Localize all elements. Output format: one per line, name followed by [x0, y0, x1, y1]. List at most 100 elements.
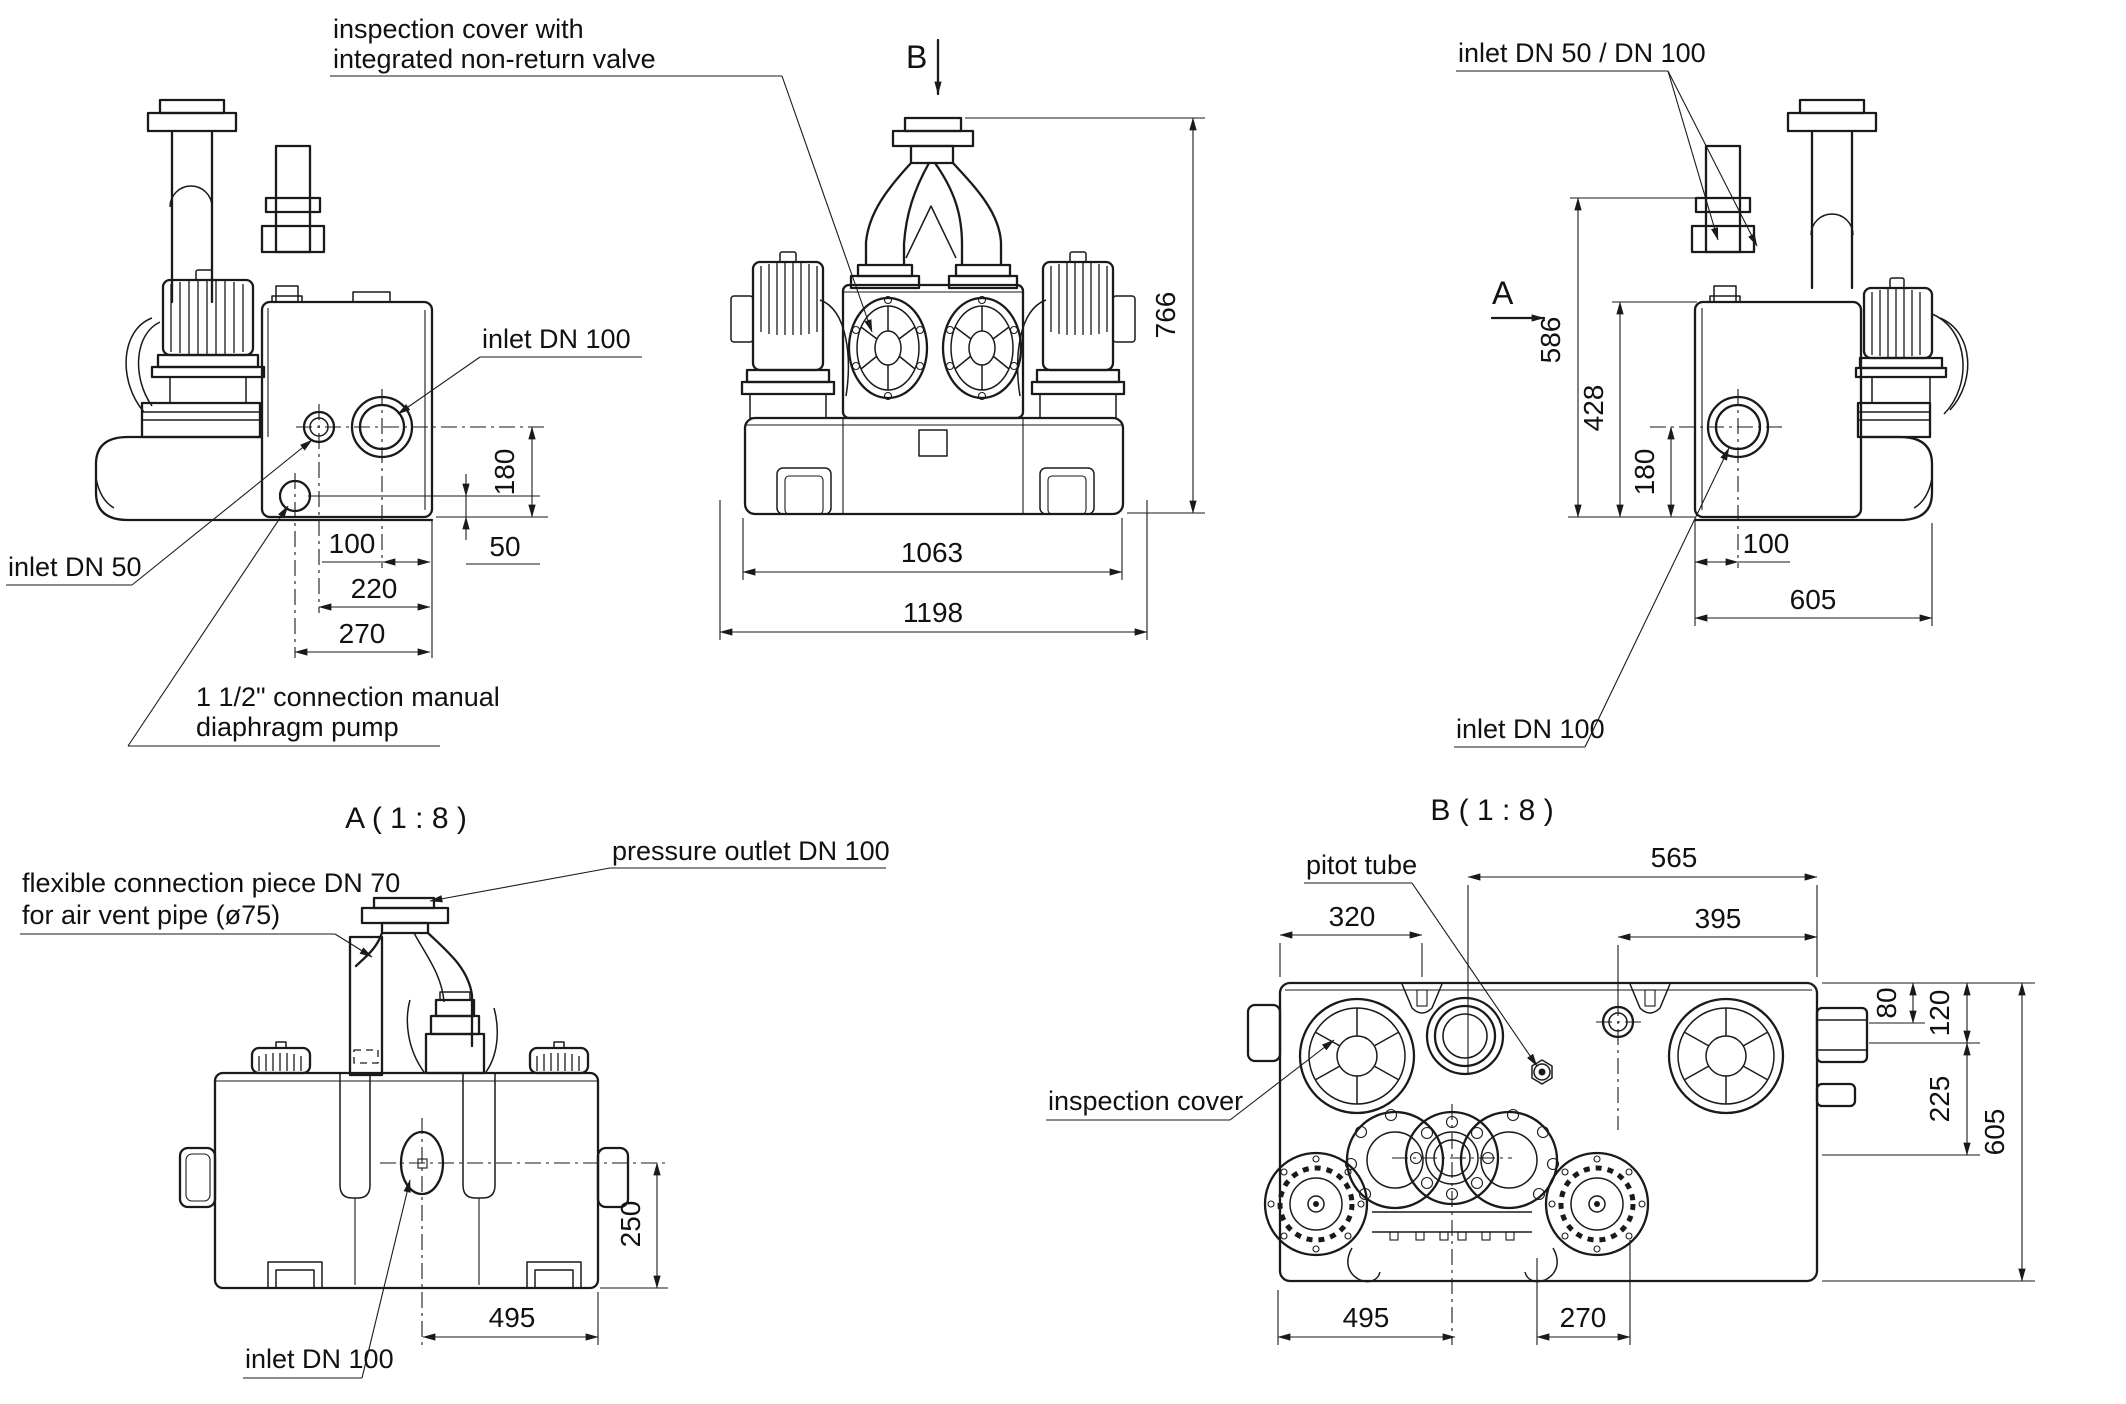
svg-text:inlet DN 100: inlet DN 100 [1456, 714, 1605, 744]
motor-right [1016, 251, 1136, 419]
motor [1854, 277, 1969, 439]
svg-text:inlet DN 50: inlet DN 50 [8, 552, 142, 582]
section-arrow-b: B [906, 38, 942, 96]
dim-586-value: 586 [1535, 317, 1566, 364]
dim-220-value: 220 [351, 573, 398, 604]
svg-text:A: A [1492, 275, 1514, 311]
dimension-180: 180 [1629, 426, 1675, 518]
motor-cap-right [528, 1041, 590, 1075]
inlet-dn50-top [1596, 1000, 1642, 1130]
label-inlets: inlet DN 50 / DN 100 [1456, 38, 1758, 247]
tank [94, 300, 434, 522]
detail-b-title: B ( 1 : 8 ) [1430, 794, 1553, 827]
dimension-565: 565 [1467, 842, 1818, 1075]
svg-text:pitot tube: pitot tube [1306, 850, 1417, 880]
dim-250-value: 250 [615, 1201, 646, 1248]
inspection-cover-circle-left [1298, 997, 1416, 1115]
motor-cap-left [250, 1041, 312, 1075]
dim-120-value: 120 [1924, 990, 1955, 1037]
svg-text:1 1/2" connection manual: 1 1/2" connection manual [196, 682, 500, 712]
dimension-586: 586 [1535, 197, 1700, 518]
inspection-cover-right [941, 295, 1023, 401]
dim-180-value: 180 [1629, 449, 1660, 496]
svg-text:inlet DN 100: inlet DN 100 [245, 1344, 394, 1374]
dim-80-value: 80 [1871, 987, 1902, 1018]
dim-320-value: 320 [1329, 901, 1376, 932]
label-inlet-dn100: inlet DN 100 [243, 1179, 411, 1379]
dimension-766: 766 [965, 117, 1205, 514]
label-pitot-tube: pitot tube [1304, 850, 1538, 1067]
svg-text:for air vent pipe (ø75): for air vent pipe (ø75) [22, 900, 280, 930]
dim-395-value: 395 [1695, 903, 1742, 934]
flexible-connection-dn70 [348, 935, 384, 1077]
dim-100-value: 100 [329, 528, 376, 559]
dim-605-value: 605 [1979, 1109, 2010, 1156]
tank-rear [178, 1071, 630, 1290]
dim-495-value: 495 [489, 1302, 536, 1333]
inlet-dn100-top [1425, 996, 1505, 1076]
dimension-605: 605 [1822, 982, 2035, 1282]
dim-1198-value: 1198 [903, 597, 963, 628]
centerlines [294, 389, 545, 658]
flange-cluster [1344, 1104, 1560, 1345]
dim-50-value: 50 [489, 531, 520, 562]
tank-front [841, 283, 1025, 420]
view-side-right: 586 428 180 100 605 inlet DN 50 / DN 100 [1454, 38, 1969, 748]
view-side-left: 180 50 100 220 270 inlet DN 100 [6, 98, 642, 747]
dimension-80: 80 [1822, 982, 1925, 1024]
label-inlet-dn100: inlet DN 100 [397, 324, 642, 415]
dimension-270: 270 [1536, 1240, 1631, 1345]
label-inlet-dn100: inlet DN 100 [1454, 447, 1730, 748]
lower-tank [743, 416, 1125, 516]
dimension-50: 50 [462, 474, 540, 565]
mounting-plate [1347, 1211, 1558, 1283]
dimension-320: 320 [1279, 901, 1423, 977]
dimension-225: 225 [1822, 1042, 1980, 1156]
discharge-pipe [146, 98, 238, 304]
note-inspection-cover: inspection cover with integrated non-ret… [330, 14, 873, 333]
inlet-dn100-ellipse [380, 1118, 668, 1345]
dim-605-value: 605 [1790, 584, 1837, 615]
svg-text:diaphragm pump: diaphragm pump [196, 712, 399, 742]
dimension-180: 180 [436, 426, 548, 518]
inspection-cover-left [847, 295, 929, 401]
section-arrow-a: A [1490, 275, 1546, 322]
svg-text:inlet DN 100: inlet DN 100 [482, 324, 631, 354]
svg-text:pressure outlet DN 100: pressure outlet DN 100 [612, 836, 890, 866]
dimension-250: 250 [600, 1162, 668, 1289]
pressure-outlet-y-pipe [849, 116, 1019, 290]
dim-270-value: 270 [339, 618, 386, 649]
dim-100-value: 100 [1743, 528, 1790, 559]
motor-left [730, 251, 850, 419]
dimension-605: 605 [1694, 523, 1933, 626]
dim-225-value: 225 [1924, 1076, 1955, 1123]
svg-text:integrated non-return valve: integrated non-return valve [333, 44, 656, 74]
dim-766-value: 766 [1150, 292, 1181, 339]
dimension-220: 220 [318, 573, 431, 611]
dimension-100: 100 [322, 528, 431, 566]
pump-housing-right [1544, 1151, 1650, 1257]
dimension-1063: 1063 [742, 518, 1123, 580]
dimension-270: 270 [294, 520, 433, 658]
label-flexible-connection: flexible connection piece DN 70 for air … [20, 868, 400, 958]
view-front: inspection cover with integrated non-ret… [330, 14, 1205, 640]
inspection-cover-circle-right [1667, 997, 1785, 1115]
svg-text:inlet DN 50 / DN 100: inlet DN 50 / DN 100 [1458, 38, 1706, 68]
pump-housing-left [1263, 1151, 1369, 1257]
dimension-495: 495 [422, 1292, 599, 1345]
dimension-428: 428 [1578, 301, 1697, 518]
tank [1693, 300, 1934, 522]
label-inlet-dn50: inlet DN 50 [6, 439, 313, 586]
pump-dome [406, 991, 499, 1075]
dimension-100: 100 [1694, 520, 1790, 626]
motor [140, 269, 266, 439]
dim-180-value: 180 [489, 449, 520, 496]
view-detail-b: B ( 1 : 8 ) [1046, 794, 2035, 1345]
inlet-pipe-dn50-top [260, 144, 391, 303]
view-detail-a: A ( 1 : 8 ) [20, 802, 890, 1379]
dim-495-value: 495 [1343, 1302, 1390, 1333]
svg-text:B: B [906, 39, 927, 75]
detail-a-title: A ( 1 : 8 ) [345, 802, 467, 835]
